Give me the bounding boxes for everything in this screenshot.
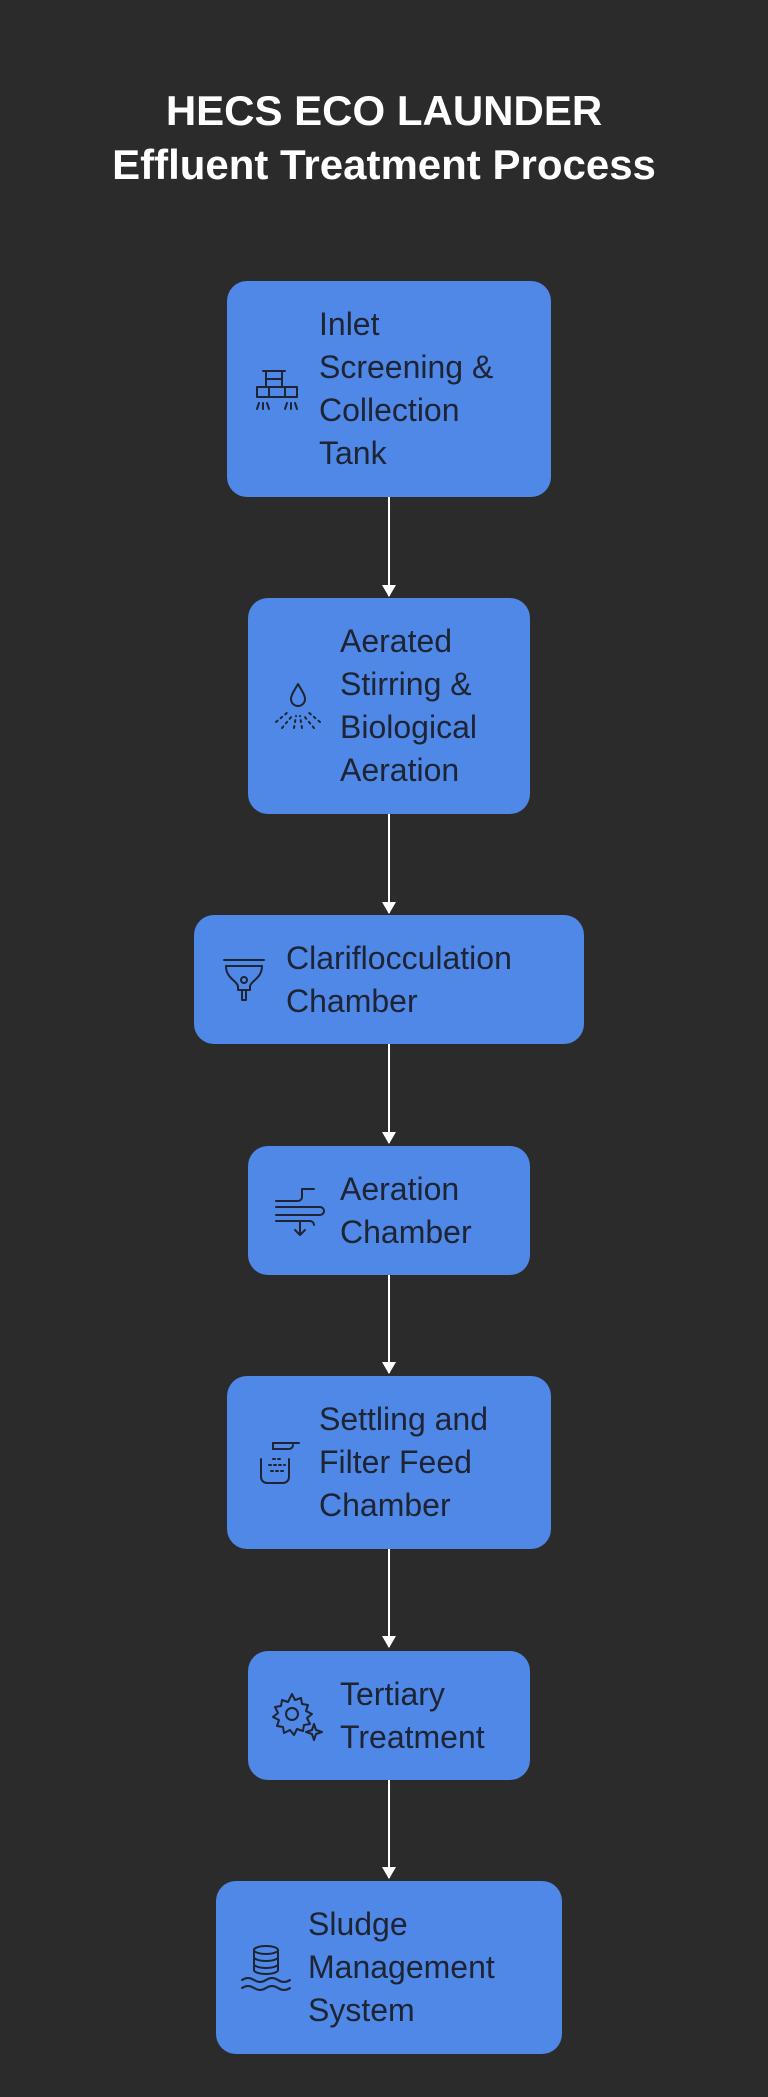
airflow-icon bbox=[268, 1181, 328, 1241]
arrowhead-4 bbox=[382, 1362, 396, 1374]
step-7-box: Sludge Management System bbox=[216, 1881, 562, 2054]
arrowhead-1 bbox=[382, 585, 396, 597]
title-line-1: HECS ECO LAUNDER bbox=[165, 87, 603, 134]
database-waves-icon bbox=[236, 1938, 296, 1998]
arrowhead-6 bbox=[382, 1867, 396, 1879]
step-2-box: Aerated Stirring & Biological Aeration bbox=[248, 598, 530, 814]
step-4-box: Aeration Chamber bbox=[248, 1146, 530, 1275]
screening-tank-icon bbox=[247, 359, 307, 419]
step-6-box: Tertiary Treatment bbox=[248, 1651, 530, 1780]
step-1-label: Inlet Screening & Collection Tank bbox=[319, 306, 494, 471]
diagram-title: HECS ECO LAUNDER Effluent Treatment Proc… bbox=[0, 84, 768, 192]
step-3-box: Clariflocculation Chamber bbox=[194, 915, 584, 1044]
arrowhead-2 bbox=[382, 902, 396, 914]
step-3-label: Clariflocculation Chamber bbox=[286, 939, 512, 1019]
funnel-icon bbox=[214, 950, 274, 1010]
water-drop-spray-icon bbox=[268, 676, 328, 736]
step-1-box: Inlet Screening & Collection Tank bbox=[227, 281, 551, 497]
step-4-label: Aeration Chamber bbox=[340, 1170, 472, 1250]
step-5-label: Settling and Filter Feed Chamber bbox=[319, 1401, 489, 1523]
step-7-label: Sludge Management System bbox=[308, 1906, 495, 2028]
faucet-filter-icon bbox=[247, 1433, 307, 1493]
step-2-label: Aerated Stirring & Biological Aeration bbox=[340, 623, 477, 788]
step-5-box: Settling and Filter Feed Chamber bbox=[227, 1376, 551, 1549]
step-6-label: Tertiary Treatment bbox=[340, 1675, 485, 1755]
arrowhead-5 bbox=[382, 1636, 396, 1648]
arrowhead-3 bbox=[382, 1132, 396, 1144]
title-line-2: Effluent Treatment Process bbox=[112, 141, 656, 188]
gear-sparkle-icon bbox=[268, 1686, 328, 1746]
